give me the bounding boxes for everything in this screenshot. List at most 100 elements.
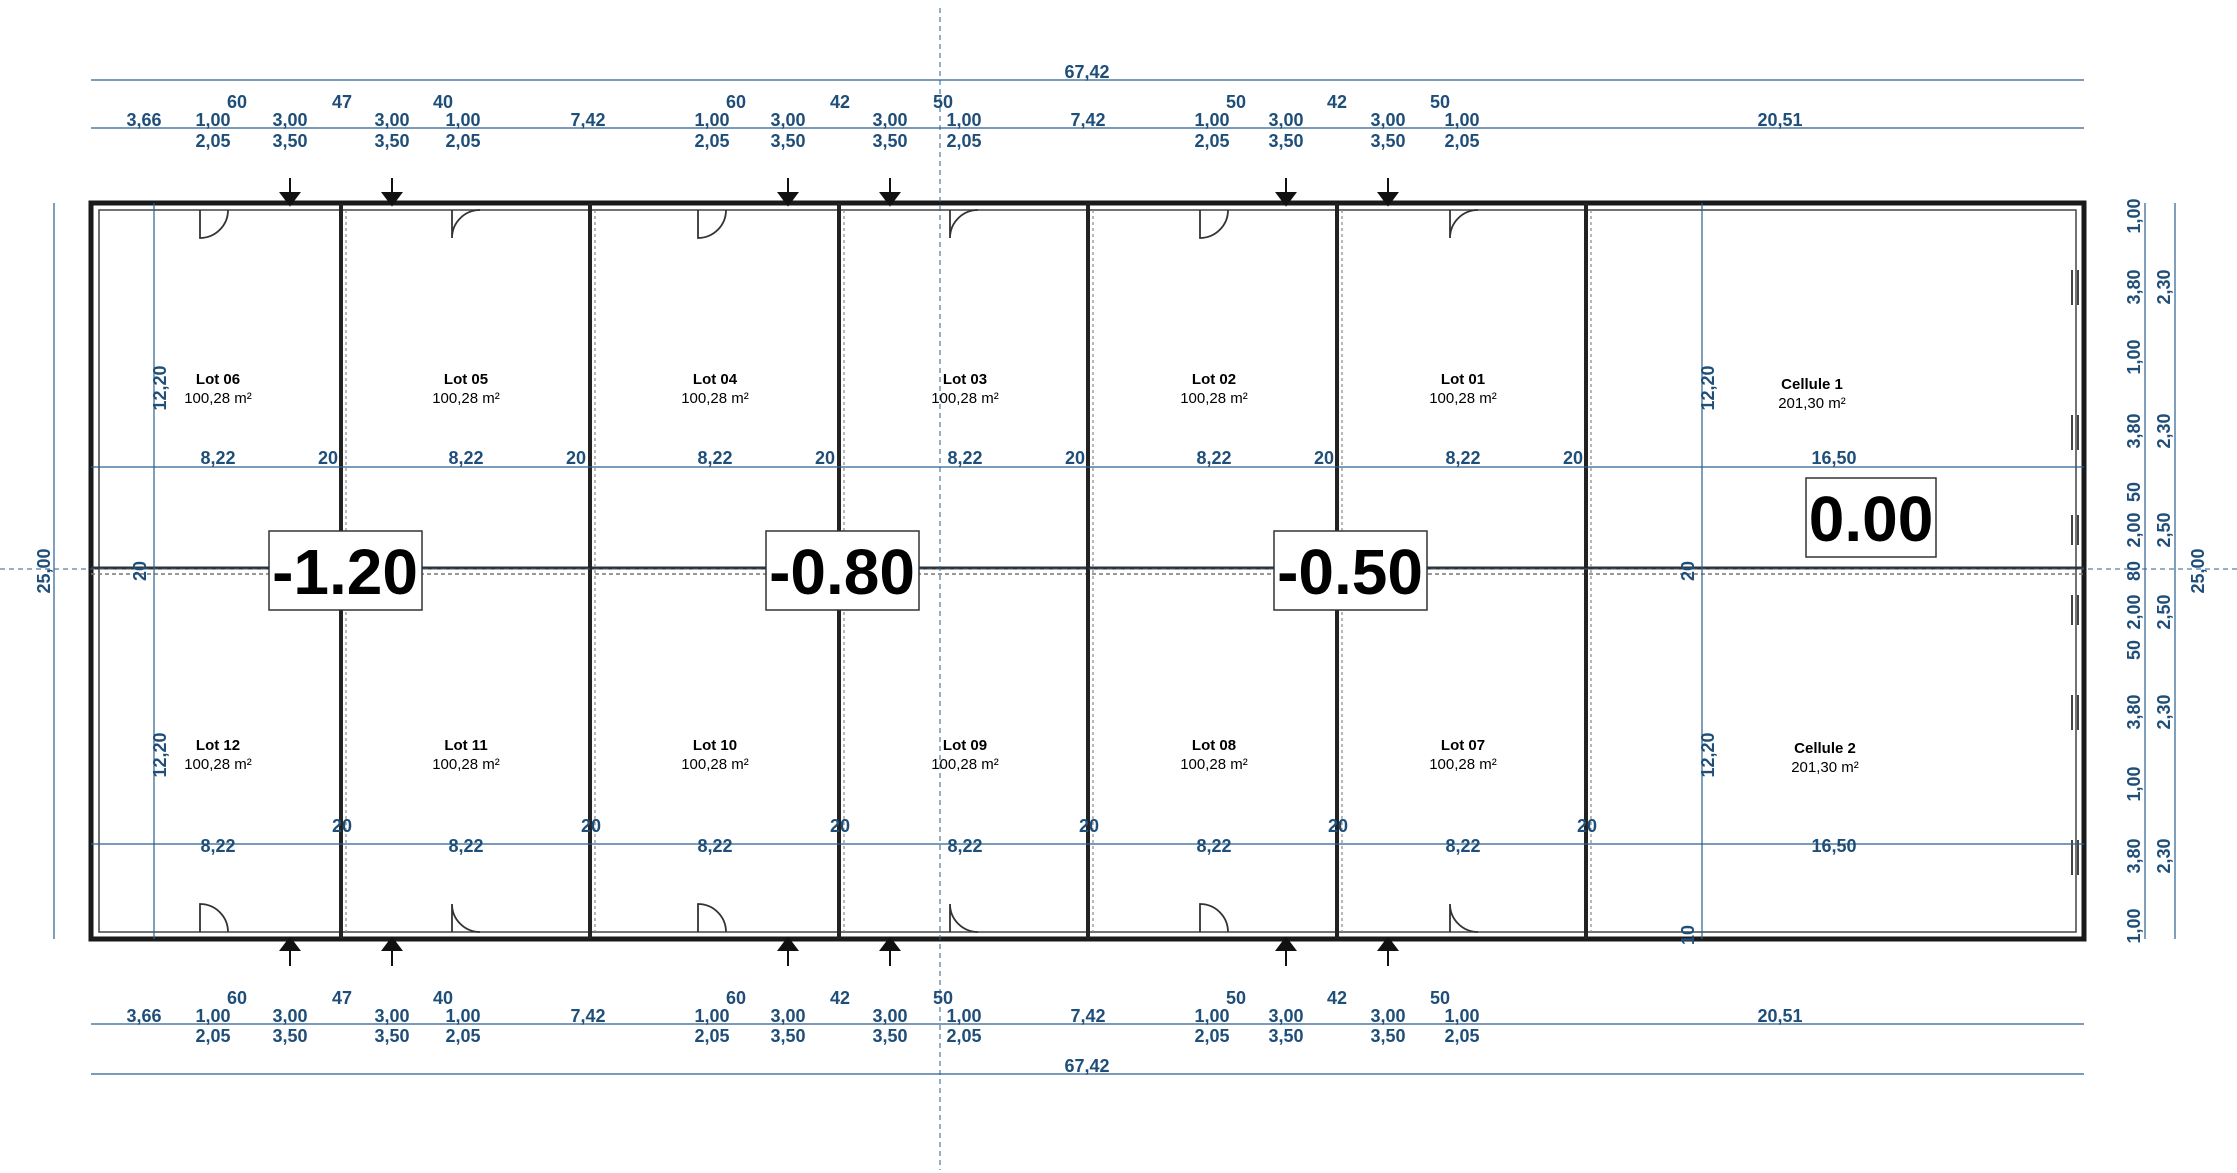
- svg-text:2,05: 2,05: [195, 131, 230, 151]
- lot-name: Lot 12: [196, 737, 240, 754]
- lot-name: Lot 04: [693, 371, 738, 388]
- svg-text:3,50: 3,50: [1370, 1026, 1405, 1046]
- svg-text:1,00: 1,00: [2124, 198, 2144, 233]
- svg-text:8,22: 8,22: [697, 836, 732, 856]
- svg-text:1,00: 1,00: [2124, 908, 2144, 943]
- right-wall-windows: [2071, 270, 2079, 875]
- overall-depth-left: 25,00: [34, 548, 54, 593]
- svg-text:1,00: 1,00: [1194, 1006, 1229, 1026]
- cellule-1-name: Cellule 1: [1781, 376, 1843, 393]
- svg-text:50: 50: [2124, 482, 2144, 502]
- svg-text:3,66: 3,66: [126, 110, 161, 130]
- svg-text:20: 20: [830, 816, 850, 836]
- svg-text:8,22: 8,22: [947, 836, 982, 856]
- svg-text:50: 50: [933, 92, 953, 112]
- lot-area: 100,28 m²: [184, 756, 252, 773]
- cellule-2-name: Cellule 2: [1794, 740, 1856, 757]
- svg-text:7,42: 7,42: [1070, 110, 1105, 130]
- svg-text:42: 42: [830, 92, 850, 112]
- svg-text:3,50: 3,50: [872, 1026, 907, 1046]
- lot-name: Lot 09: [943, 737, 987, 754]
- svg-text:8,22: 8,22: [1445, 836, 1480, 856]
- svg-text:20: 20: [1065, 448, 1085, 468]
- svg-text:1,00: 1,00: [946, 1006, 981, 1026]
- svg-text:8,22: 8,22: [1445, 448, 1480, 468]
- lot-name: Lot 05: [444, 371, 488, 388]
- svg-text:60: 60: [227, 92, 247, 112]
- svg-text:3,00: 3,00: [1268, 110, 1303, 130]
- svg-text:-0.80: -0.80: [769, 536, 915, 608]
- lot-area: 100,28 m²: [1180, 756, 1248, 773]
- svg-text:1,00: 1,00: [445, 1006, 480, 1026]
- svg-text:2,30: 2,30: [2154, 694, 2174, 729]
- svg-text:50: 50: [1226, 988, 1246, 1008]
- svg-text:50: 50: [1430, 92, 1450, 112]
- svg-text:20: 20: [581, 816, 601, 836]
- svg-text:0.00: 0.00: [1809, 483, 1934, 555]
- svg-text:42: 42: [830, 988, 850, 1008]
- svg-text:8,22: 8,22: [1196, 836, 1231, 856]
- svg-text:20: 20: [566, 448, 586, 468]
- svg-text:1,00: 1,00: [694, 1006, 729, 1026]
- lot-area: 100,28 m²: [1429, 756, 1497, 773]
- level-marker-4: 0.00: [1805, 477, 1937, 558]
- svg-text:8,22: 8,22: [1196, 448, 1231, 468]
- entrance-arrow-icons: [279, 178, 1399, 966]
- svg-text:1,00: 1,00: [1444, 110, 1479, 130]
- svg-text:20: 20: [318, 448, 338, 468]
- svg-text:2,50: 2,50: [2154, 594, 2174, 629]
- svg-text:12,20: 12,20: [150, 365, 170, 410]
- svg-text:3,00: 3,00: [770, 110, 805, 130]
- svg-text:2,00: 2,00: [2124, 512, 2144, 547]
- top-dimension-chain: 3,66 60 1,00 2,05 3,00 3,50 47 3,00 3,50…: [126, 92, 1802, 151]
- right-vertical-dims-b: 2,30 2,30 2,50 2,50 2,30 2,30: [2154, 269, 2174, 873]
- svg-text:12,20: 12,20: [1698, 365, 1718, 410]
- svg-text:20: 20: [1563, 448, 1583, 468]
- lot-area: 100,28 m²: [931, 390, 999, 407]
- svg-text:2,05: 2,05: [1444, 131, 1479, 151]
- svg-text:2,05: 2,05: [1194, 131, 1229, 151]
- svg-text:3,80: 3,80: [2124, 269, 2144, 304]
- lot-name: Lot 08: [1192, 737, 1236, 754]
- lot-name: Lot 11: [444, 737, 487, 754]
- svg-text:1,00: 1,00: [1194, 110, 1229, 130]
- lot-labels-top: Lot 06 100,28 m² Lot 05 100,28 m² Lot 04…: [184, 371, 1497, 407]
- svg-text:2,30: 2,30: [2154, 269, 2174, 304]
- svg-text:20: 20: [332, 816, 352, 836]
- svg-text:20: 20: [1328, 816, 1348, 836]
- right-vertical-dims-a: 1,00 3,80 1,00 3,80 50 2,00 80 2,00 50 3…: [2124, 198, 2144, 943]
- door-swings: [199, 209, 1479, 933]
- lot-name: Lot 10: [693, 737, 737, 754]
- svg-text:42: 42: [1327, 92, 1347, 112]
- svg-text:50: 50: [933, 988, 953, 1008]
- svg-text:3,50: 3,50: [872, 131, 907, 151]
- svg-text:3,50: 3,50: [1370, 131, 1405, 151]
- svg-text:3,00: 3,00: [374, 1006, 409, 1026]
- lot-name: Lot 06: [196, 371, 240, 388]
- lot-name: Lot 07: [1441, 737, 1485, 754]
- lot-area: 100,28 m²: [1429, 390, 1497, 407]
- svg-text:2,30: 2,30: [2154, 838, 2174, 873]
- svg-text:80: 80: [2124, 561, 2144, 581]
- svg-text:1,00: 1,00: [195, 110, 230, 130]
- cellule-2-area: 201,30 m²: [1791, 759, 1859, 776]
- svg-text:3,50: 3,50: [1268, 131, 1303, 151]
- level-marker-1: -1.20: [268, 530, 423, 611]
- svg-text:40: 40: [433, 988, 453, 1008]
- lot-area: 100,28 m²: [681, 390, 749, 407]
- svg-text:8,22: 8,22: [448, 448, 483, 468]
- svg-text:3,00: 3,00: [272, 1006, 307, 1026]
- lot-name: Lot 02: [1192, 371, 1236, 388]
- interior-vertical-dims: 12,20 12,20 20 12,20 12,20 20 10: [130, 365, 1718, 945]
- svg-text:1,00: 1,00: [1444, 1006, 1479, 1026]
- svg-text:10: 10: [1678, 925, 1698, 945]
- svg-text:2,05: 2,05: [694, 1026, 729, 1046]
- svg-text:3,80: 3,80: [2124, 694, 2144, 729]
- interior-dims-bottom: 8,22 20 8,22 20 8,22 20 8,22 20 8,22 20 …: [200, 816, 1856, 856]
- level-marker-3: -0.50: [1273, 530, 1428, 611]
- svg-text:40: 40: [433, 92, 453, 112]
- svg-text:60: 60: [726, 92, 746, 112]
- lot-labels-bottom: Lot 12 100,28 m² Lot 11 100,28 m² Lot 10…: [184, 737, 1497, 773]
- overall-width-bottom: 67,42: [1064, 1056, 1109, 1076]
